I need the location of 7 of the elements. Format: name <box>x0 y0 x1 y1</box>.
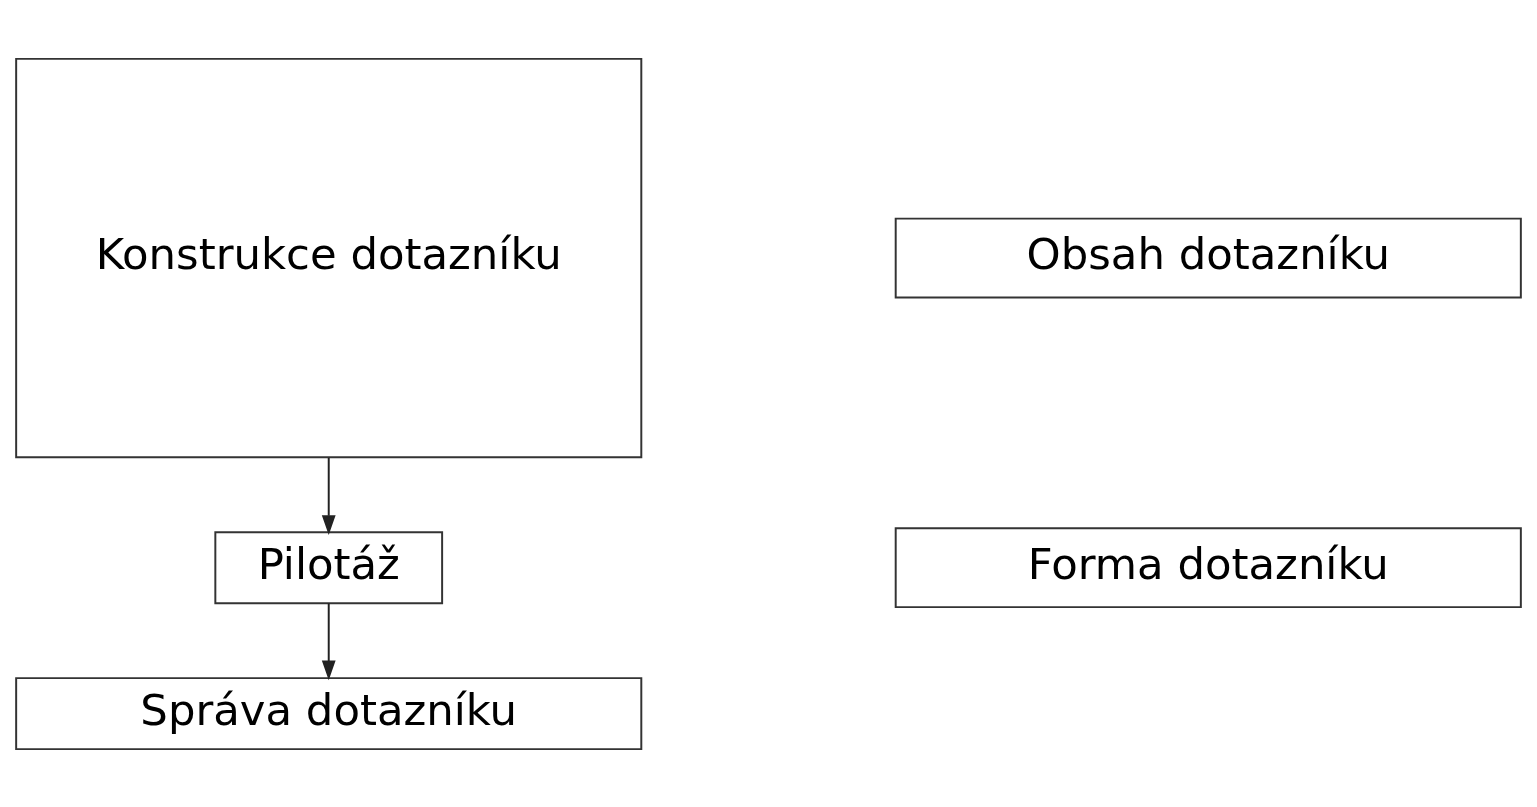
node-box: Pilotáž <box>214 530 444 604</box>
node-box: Forma dotazníku <box>894 526 1522 608</box>
node-box: Konstrukce dotazníku <box>15 57 643 458</box>
arrow <box>321 456 336 535</box>
node-box: Obsah dotazníku <box>894 217 1522 298</box>
node-box: Správa dotazníku <box>15 676 643 750</box>
arrow <box>321 601 336 680</box>
